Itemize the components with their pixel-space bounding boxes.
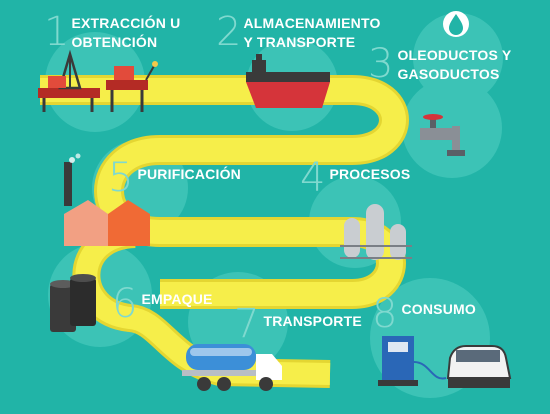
step-label: Consumo <box>401 301 476 317</box>
step-number: 4 <box>300 155 326 201</box>
step-1-extraction: 1 Extracción u obtención <box>44 9 211 55</box>
step-2-storage-transport: 2 Almacenamiento y transporte <box>216 9 383 55</box>
fuel-pump-car-icon <box>378 336 512 388</box>
step-label: Almacenamiento y transporte <box>243 15 381 50</box>
step-4-processes: 4 Procesos <box>300 155 411 201</box>
step-6-packaging: 6 Empaque <box>112 281 213 327</box>
step-number: 1 <box>44 9 70 55</box>
step-3-pipelines: 3 Oleoductos y gasoductos <box>368 41 527 87</box>
step-number: 6 <box>112 281 138 327</box>
pipeline-valve-icon <box>420 114 465 156</box>
step-number: 3 <box>368 41 394 87</box>
step-number: 5 <box>108 155 134 201</box>
factory-icon <box>64 153 150 246</box>
step-number: 2 <box>216 9 242 55</box>
step-number: 7 <box>234 301 260 347</box>
process-road <box>40 75 409 309</box>
step-5-purification: 5 Purificación <box>108 155 241 201</box>
tanker-truck-icon <box>182 344 282 391</box>
oil-rig-icon <box>38 49 158 112</box>
step-8-consumption: 8 Consumo <box>372 291 476 337</box>
step-7-transport: 7 Transporte <box>234 301 362 347</box>
step-label: Procesos <box>329 166 411 182</box>
step-label: Oleoductos y gasoductos <box>397 47 512 82</box>
step-number: 8 <box>372 291 398 337</box>
step-label: Empaque <box>141 291 213 307</box>
barrels-icon <box>50 274 96 332</box>
step-label: Extracción u obtención <box>71 15 181 50</box>
tanker-ship-icon <box>246 54 330 108</box>
oil-drop-icon <box>443 11 469 37</box>
step-label: Purificación <box>137 166 241 182</box>
step-label: Transporte <box>263 313 362 329</box>
refinery-tanks-icon <box>340 204 412 260</box>
